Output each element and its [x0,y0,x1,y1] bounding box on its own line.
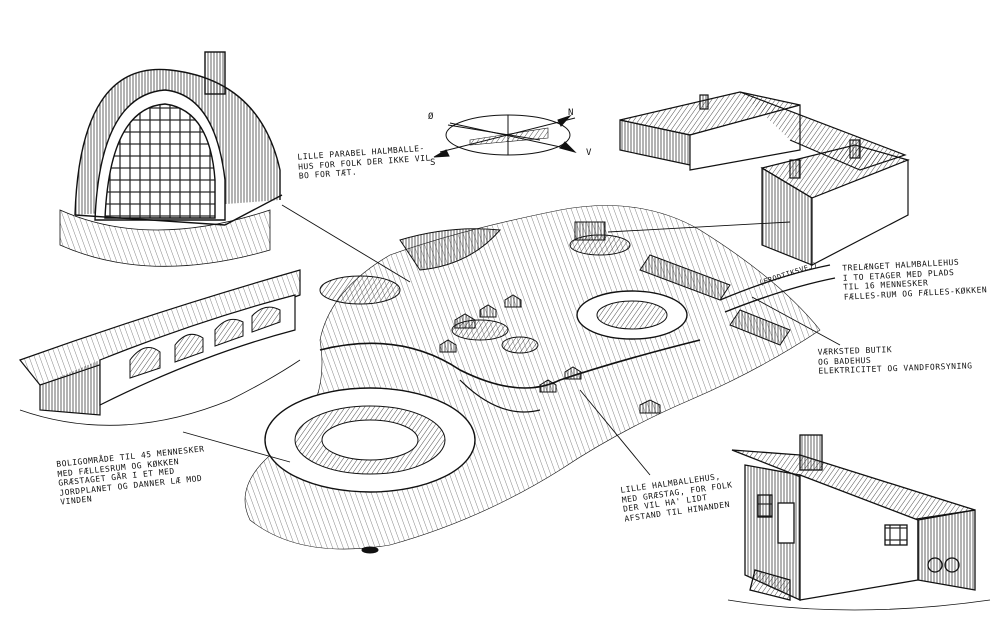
grass-roof-longhouse [19,269,301,426]
leader-lines [182,204,841,476]
compass-west-label: Ø [428,112,434,122]
small-straw-bale-house [727,434,991,611]
label-workshop: VÆRKSTED BUTIK OG BADEHUS ELEKTRICITET O… [818,342,973,376]
site-landscape [244,205,836,554]
parabola-house [59,51,283,267]
compass-north-label: N [568,108,574,118]
compass-rose [433,114,577,158]
compass-east-label: V [586,148,592,158]
compass-south-label: S [430,158,436,168]
three-wing-house [619,91,910,266]
label-three-wing-house: TRELÆNGET HALMBALLEHUS I TO ETAGER MED P… [842,256,987,302]
